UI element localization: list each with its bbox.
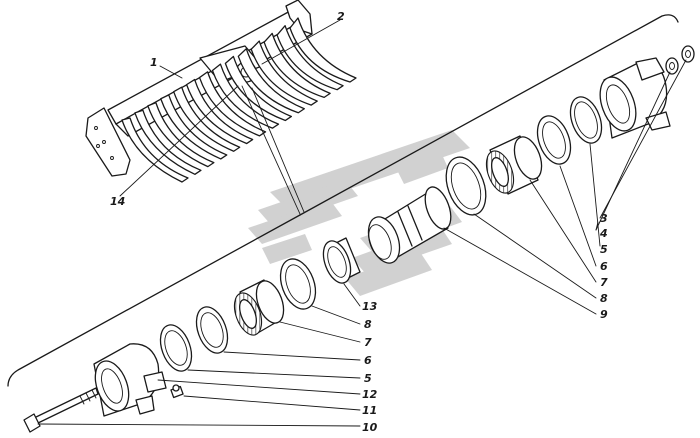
callout-7-lower: 7 [364,336,372,349]
rake-tine [160,94,228,160]
callout-5-lower: 5 [364,372,372,385]
rake-tine [211,63,280,129]
callout-9: 9 [600,308,608,321]
rake-tine [173,86,241,152]
rake-tine [134,109,202,175]
callouts: 1 2 14 3 4 5 6 7 8 9 13 8 7 6 5 12 11 10 [110,10,608,434]
rake-tine [198,71,267,137]
bolt [23,387,99,433]
callout-4: 4 [599,227,608,240]
upper-housing [599,57,671,139]
callout-1: 1 [150,56,158,69]
leader-lines [37,19,687,427]
lower-seal-ring [159,324,193,372]
lower-bush [322,237,361,284]
rake-tine [147,101,215,168]
rake-assembly [85,0,357,183]
callout-10: 10 [362,421,378,434]
upper-large-seal [445,156,487,216]
upper-seal-ring [569,96,603,144]
rake-tine [121,117,189,183]
callout-7-upper: 7 [600,276,608,289]
rake-tine [224,55,293,122]
central-sleeve [367,186,452,264]
lower-large-seal [279,258,317,310]
callout-8-upper: 8 [600,292,608,305]
callout-12: 12 [362,388,378,401]
rake-tine [237,48,305,114]
callout-8-lower: 8 [364,318,372,331]
callout-13: 13 [362,300,378,313]
grease-fitting [170,384,184,399]
upper-ring [536,115,572,165]
rake-tine [289,17,357,83]
lower-housing [93,343,167,417]
rake-tine [263,32,331,99]
callout-3: 3 [600,212,608,225]
callout-5-upper: 5 [600,243,608,256]
callout-14: 14 [110,195,125,208]
rake-tines [121,17,357,183]
lower-ring [195,306,229,354]
upper-needle-bearing [485,135,543,195]
callout-2: 2 [337,10,345,23]
assembly-bracket [7,14,679,387]
nut-and-washer [665,45,695,75]
callout-11: 11 [362,404,377,417]
callout-6-lower: 6 [364,354,372,367]
rake-tine [250,40,318,106]
lower-needle-bearing [233,279,285,336]
callout-6-upper: 6 [600,260,608,273]
rake-tine [185,78,254,145]
rake-tine [276,25,344,91]
